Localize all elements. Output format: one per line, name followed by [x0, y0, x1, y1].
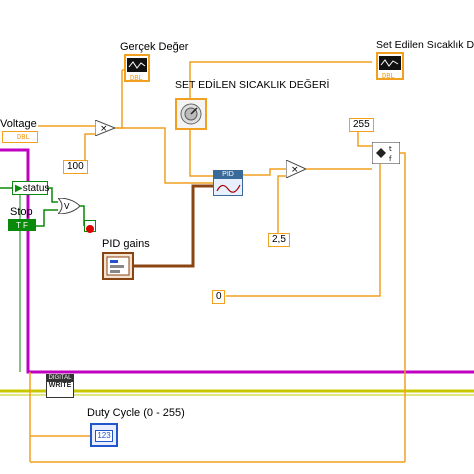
voltage-terminal[interactable]: DBL — [2, 131, 38, 143]
stop-terminal[interactable]: T F — [8, 219, 36, 231]
svg-text:f: f — [389, 155, 392, 163]
pid-gains-cluster[interactable] — [102, 252, 134, 280]
loop-condition[interactable] — [84, 220, 96, 233]
label-pid-gains: PID gains — [102, 238, 150, 250]
label-set-edilen-sicaklik-deg: Set Edilen Sıcaklık Değ — [376, 39, 474, 51]
svg-text:t: t — [389, 145, 392, 153]
stop-button-icon — [86, 225, 94, 233]
multiply-node-2[interactable]: × — [285, 159, 308, 179]
set-edilen-chart[interactable]: DBL — [376, 52, 404, 80]
pid-vi[interactable]: PID — [213, 170, 243, 196]
multiply-icon: × — [285, 159, 308, 179]
label-stop: Stop — [10, 206, 33, 218]
svg-text:×: × — [291, 165, 299, 175]
pid-icon — [216, 184, 241, 193]
gauge-knob-icon — [180, 103, 202, 125]
label-set-edilen-sicaklik: SET EDİLEN SICAKLIK DEĞERİ — [175, 79, 330, 91]
status-unbundle[interactable]: ▶status — [12, 181, 50, 195]
label-voltage: Voltage — [0, 118, 37, 130]
dbl-tag: DBL — [17, 133, 30, 141]
svg-text:×: × — [100, 124, 108, 134]
numeric-indicator-icon: 123 — [95, 430, 113, 442]
or-node[interactable]: V — [56, 197, 81, 215]
waveform-chart-icon — [127, 58, 147, 72]
const-255[interactable]: 255 — [349, 118, 374, 132]
waveform-chart-icon — [379, 56, 401, 70]
svg-text:V: V — [64, 202, 70, 211]
select-icon: t f — [371, 141, 401, 165]
write-icon: WRITE — [48, 382, 72, 389]
while-loop-border — [0, 148, 474, 374]
const-2-5[interactable]: 2,5 — [268, 233, 290, 247]
set-point-knob[interactable] — [175, 98, 207, 130]
const-0[interactable]: 0 — [212, 290, 225, 304]
const-100[interactable]: 100 — [63, 160, 88, 174]
write-vi[interactable]: DIGITAL WRITE — [46, 374, 74, 398]
cluster-icon — [106, 256, 130, 276]
or-gate-icon: V — [56, 197, 81, 215]
pid-header: PID — [214, 171, 242, 179]
gercek-deger-chart[interactable]: DBL — [124, 54, 150, 82]
pid-gains-wire — [134, 184, 213, 268]
select-node[interactable]: t f — [371, 141, 401, 165]
multiply-icon: × — [94, 119, 117, 137]
duty-cycle-indicator[interactable]: 123 — [90, 423, 118, 447]
multiply-node-1[interactable]: × — [94, 119, 117, 137]
label-duty-cycle: Duty Cycle (0 - 255) — [87, 407, 185, 419]
status-label: status — [22, 183, 50, 194]
label-gercek-deger: Gerçek Değer — [120, 41, 189, 53]
